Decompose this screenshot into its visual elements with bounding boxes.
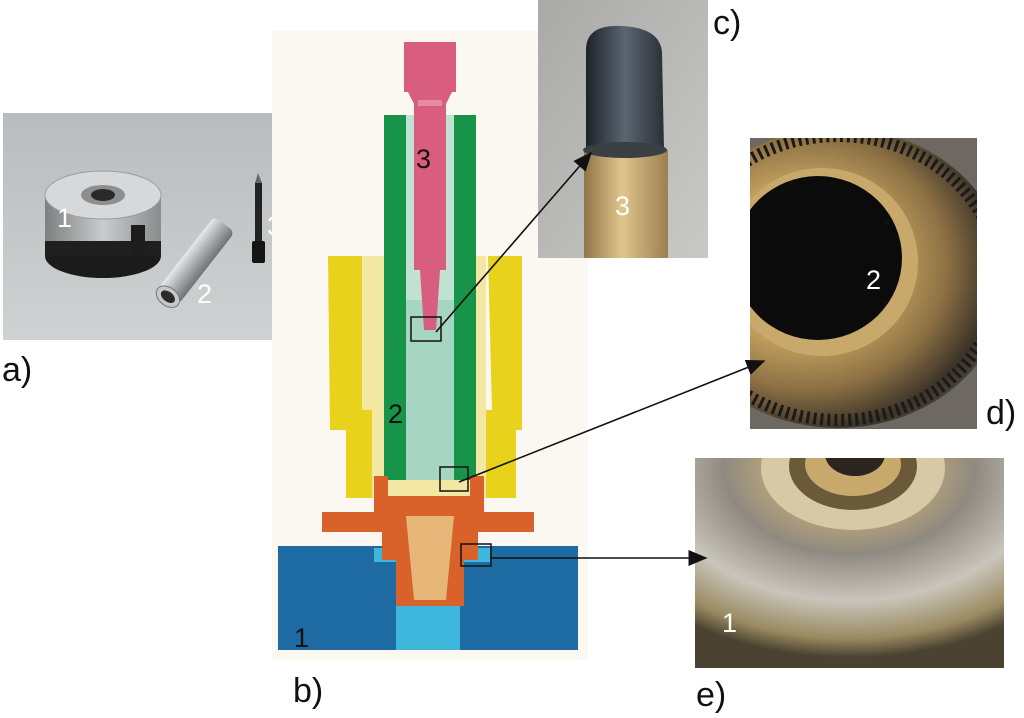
arrow-to-photo-d: [458, 360, 766, 483]
caption-e: e): [696, 676, 727, 714]
arrow-to-photo-c: [435, 151, 593, 333]
caption-b: b): [293, 672, 324, 710]
photo-a-tool-parts: 1 2 3: [3, 113, 305, 340]
caption-d: d): [986, 394, 1017, 432]
photo-a-image: [3, 113, 305, 340]
caption-a: a): [2, 351, 33, 389]
photo-d-label-2: 2: [866, 265, 882, 295]
cross-section-b: 3 2 1: [270, 28, 590, 668]
photo-a-label-1: 1: [57, 203, 73, 233]
cross-section-drawing: [272, 30, 588, 660]
section-label-2: 2: [388, 399, 404, 429]
section-label-3: 3: [416, 144, 432, 174]
photo-d-sleeve-end: 2: [750, 138, 977, 429]
photo-e-die-surface: 1: [695, 458, 1004, 668]
photo-c-image: [538, 0, 708, 258]
photo-e-image: [695, 458, 1004, 668]
callout-box-c: [410, 316, 442, 342]
callout-box-e: [460, 543, 492, 567]
photo-d-image: [750, 138, 977, 429]
photo-e-label-1: 1: [722, 608, 738, 638]
section-label-1: 1: [294, 623, 310, 653]
photo-c-punch-tip: 3: [538, 0, 708, 258]
caption-c: c): [713, 4, 742, 42]
photo-c-label-3: 3: [615, 191, 631, 221]
photo-a-label-2: 2: [197, 279, 213, 309]
